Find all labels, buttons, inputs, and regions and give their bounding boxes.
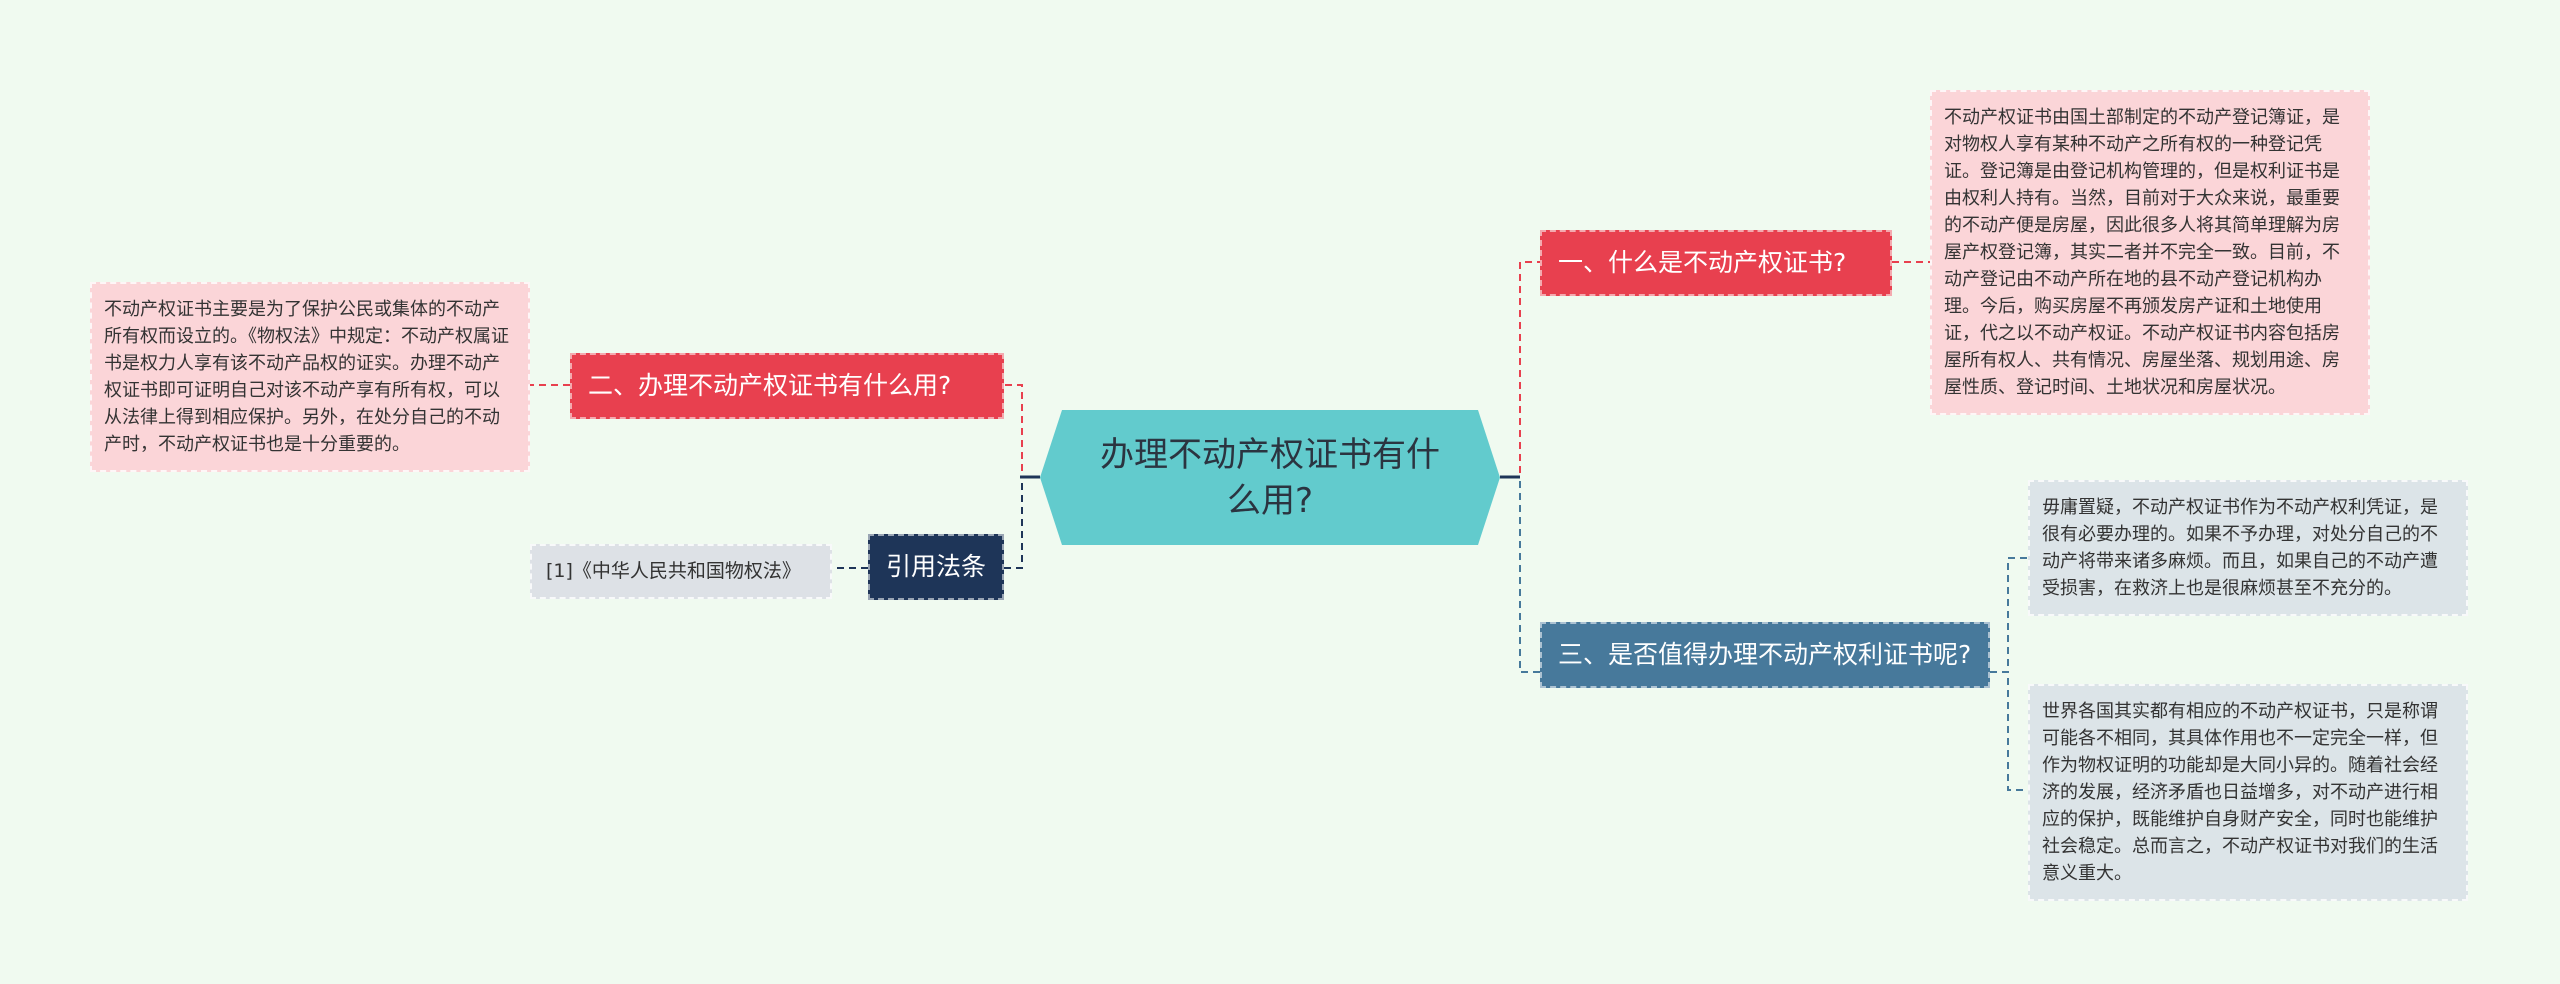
leaf-necessity-text: 毋庸置疑，不动产权证书作为不动产权利凭证，是很有必要办理的。如果不予办理，对处分…	[2028, 480, 2468, 616]
central-topic[interactable]: 办理不动产权证书有什么用?	[1040, 410, 1500, 545]
connector-b3-l4	[1990, 671, 2028, 791]
cited-law-text: [1]《中华人民共和国物权法》	[546, 560, 801, 582]
connector-center-b4	[1004, 476, 1040, 569]
connector-center-b1	[1500, 261, 1540, 478]
leaf-text: 不动产权证书主要是为了保护公民或集体的不动产所有权而设立的。《物权法》中规定：不…	[104, 299, 509, 455]
leaf-text: 毋庸置疑，不动产权证书作为不动产权利凭证，是很有必要办理的。如果不予办理，对处分…	[2042, 497, 2438, 599]
leaf-worldwide-text: 世界各国其实都有相应的不动产权证书，只是称谓可能各不相同，其具体作用也不一定完全…	[2028, 684, 2468, 901]
connector-center-b3	[1500, 476, 1540, 673]
branch-what-is-certificate[interactable]: 一、什么是不动产权证书?	[1540, 230, 1892, 296]
leaf-purpose-text: 不动产权证书主要是为了保护公民或集体的不动产所有权而设立的。《物权法》中规定：不…	[90, 282, 530, 472]
branch-label: 三、是否值得办理不动产权利证书呢?	[1558, 640, 1972, 669]
leaf-text: 世界各国其实都有相应的不动产权证书，只是称谓可能各不相同，其具体作用也不一定完全…	[2042, 701, 2438, 884]
connector-center-b2	[1004, 384, 1040, 478]
branch-cited-laws[interactable]: 引用法条	[868, 534, 1004, 600]
leaf-cited-law[interactable]: [1]《中华人民共和国物权法》	[530, 544, 832, 599]
branch-label: 一、什么是不动产权证书?	[1558, 248, 1847, 277]
central-topic-label: 办理不动产权证书有什么用?	[1100, 434, 1440, 521]
branch-worth-applying[interactable]: 三、是否值得办理不动产权利证书呢?	[1540, 622, 1990, 688]
leaf-text: 不动产权证书由国土部制定的不动产登记簿证，是对物权人享有某种不动产之所有权的一种…	[1944, 107, 2340, 398]
branch-label: 引用法条	[886, 552, 987, 581]
connector-b3-l3	[1990, 557, 2028, 673]
branch-label: 二、办理不动产权证书有什么用?	[588, 371, 952, 400]
leaf-definition-text: 不动产权证书由国土部制定的不动产登记簿证，是对物权人享有某种不动产之所有权的一种…	[1930, 90, 2370, 415]
branch-use-of-certificate[interactable]: 二、办理不动产权证书有什么用?	[570, 353, 1004, 419]
